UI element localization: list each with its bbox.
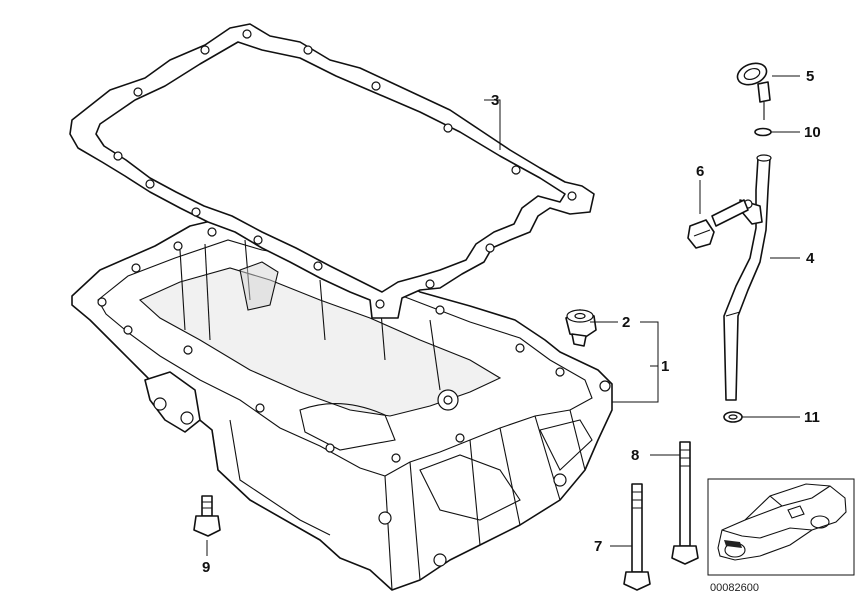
callout-labels: 1 2 3 4 5 6 7 8 9 10 11 — [202, 68, 821, 576]
drain-plug — [565, 309, 597, 347]
vehicle-inset — [707, 478, 855, 576]
callout-5: 5 — [806, 68, 814, 85]
callout-3: 3 — [491, 92, 499, 109]
long-bolt-7 — [623, 483, 651, 591]
callout-10: 10 — [804, 124, 821, 141]
oil-pan-gasket — [69, 23, 595, 319]
callout-1: 1 — [661, 358, 669, 375]
callout-9: 9 — [202, 559, 210, 576]
leader-lines — [206, 75, 800, 556]
hex-bolt-9 — [193, 495, 221, 537]
callout-8: 8 — [631, 447, 639, 464]
oil-dipstick — [736, 62, 771, 120]
callout-11: 11 — [804, 409, 820, 426]
callout-2: 2 — [622, 314, 630, 331]
dipstick-guide-tube — [723, 154, 772, 401]
callout-7: 7 — [594, 538, 602, 555]
oil-pan — [71, 215, 613, 591]
o-ring — [754, 127, 772, 137]
car-icon — [717, 483, 847, 561]
sealing-ring — [723, 411, 743, 423]
long-bolt-8 — [671, 441, 699, 565]
callout-6: 6 — [696, 163, 704, 180]
callout-4: 4 — [806, 250, 815, 267]
diagram-reference-number: 00082600 — [710, 582, 759, 594]
hex-bolt-6 — [687, 199, 749, 249]
